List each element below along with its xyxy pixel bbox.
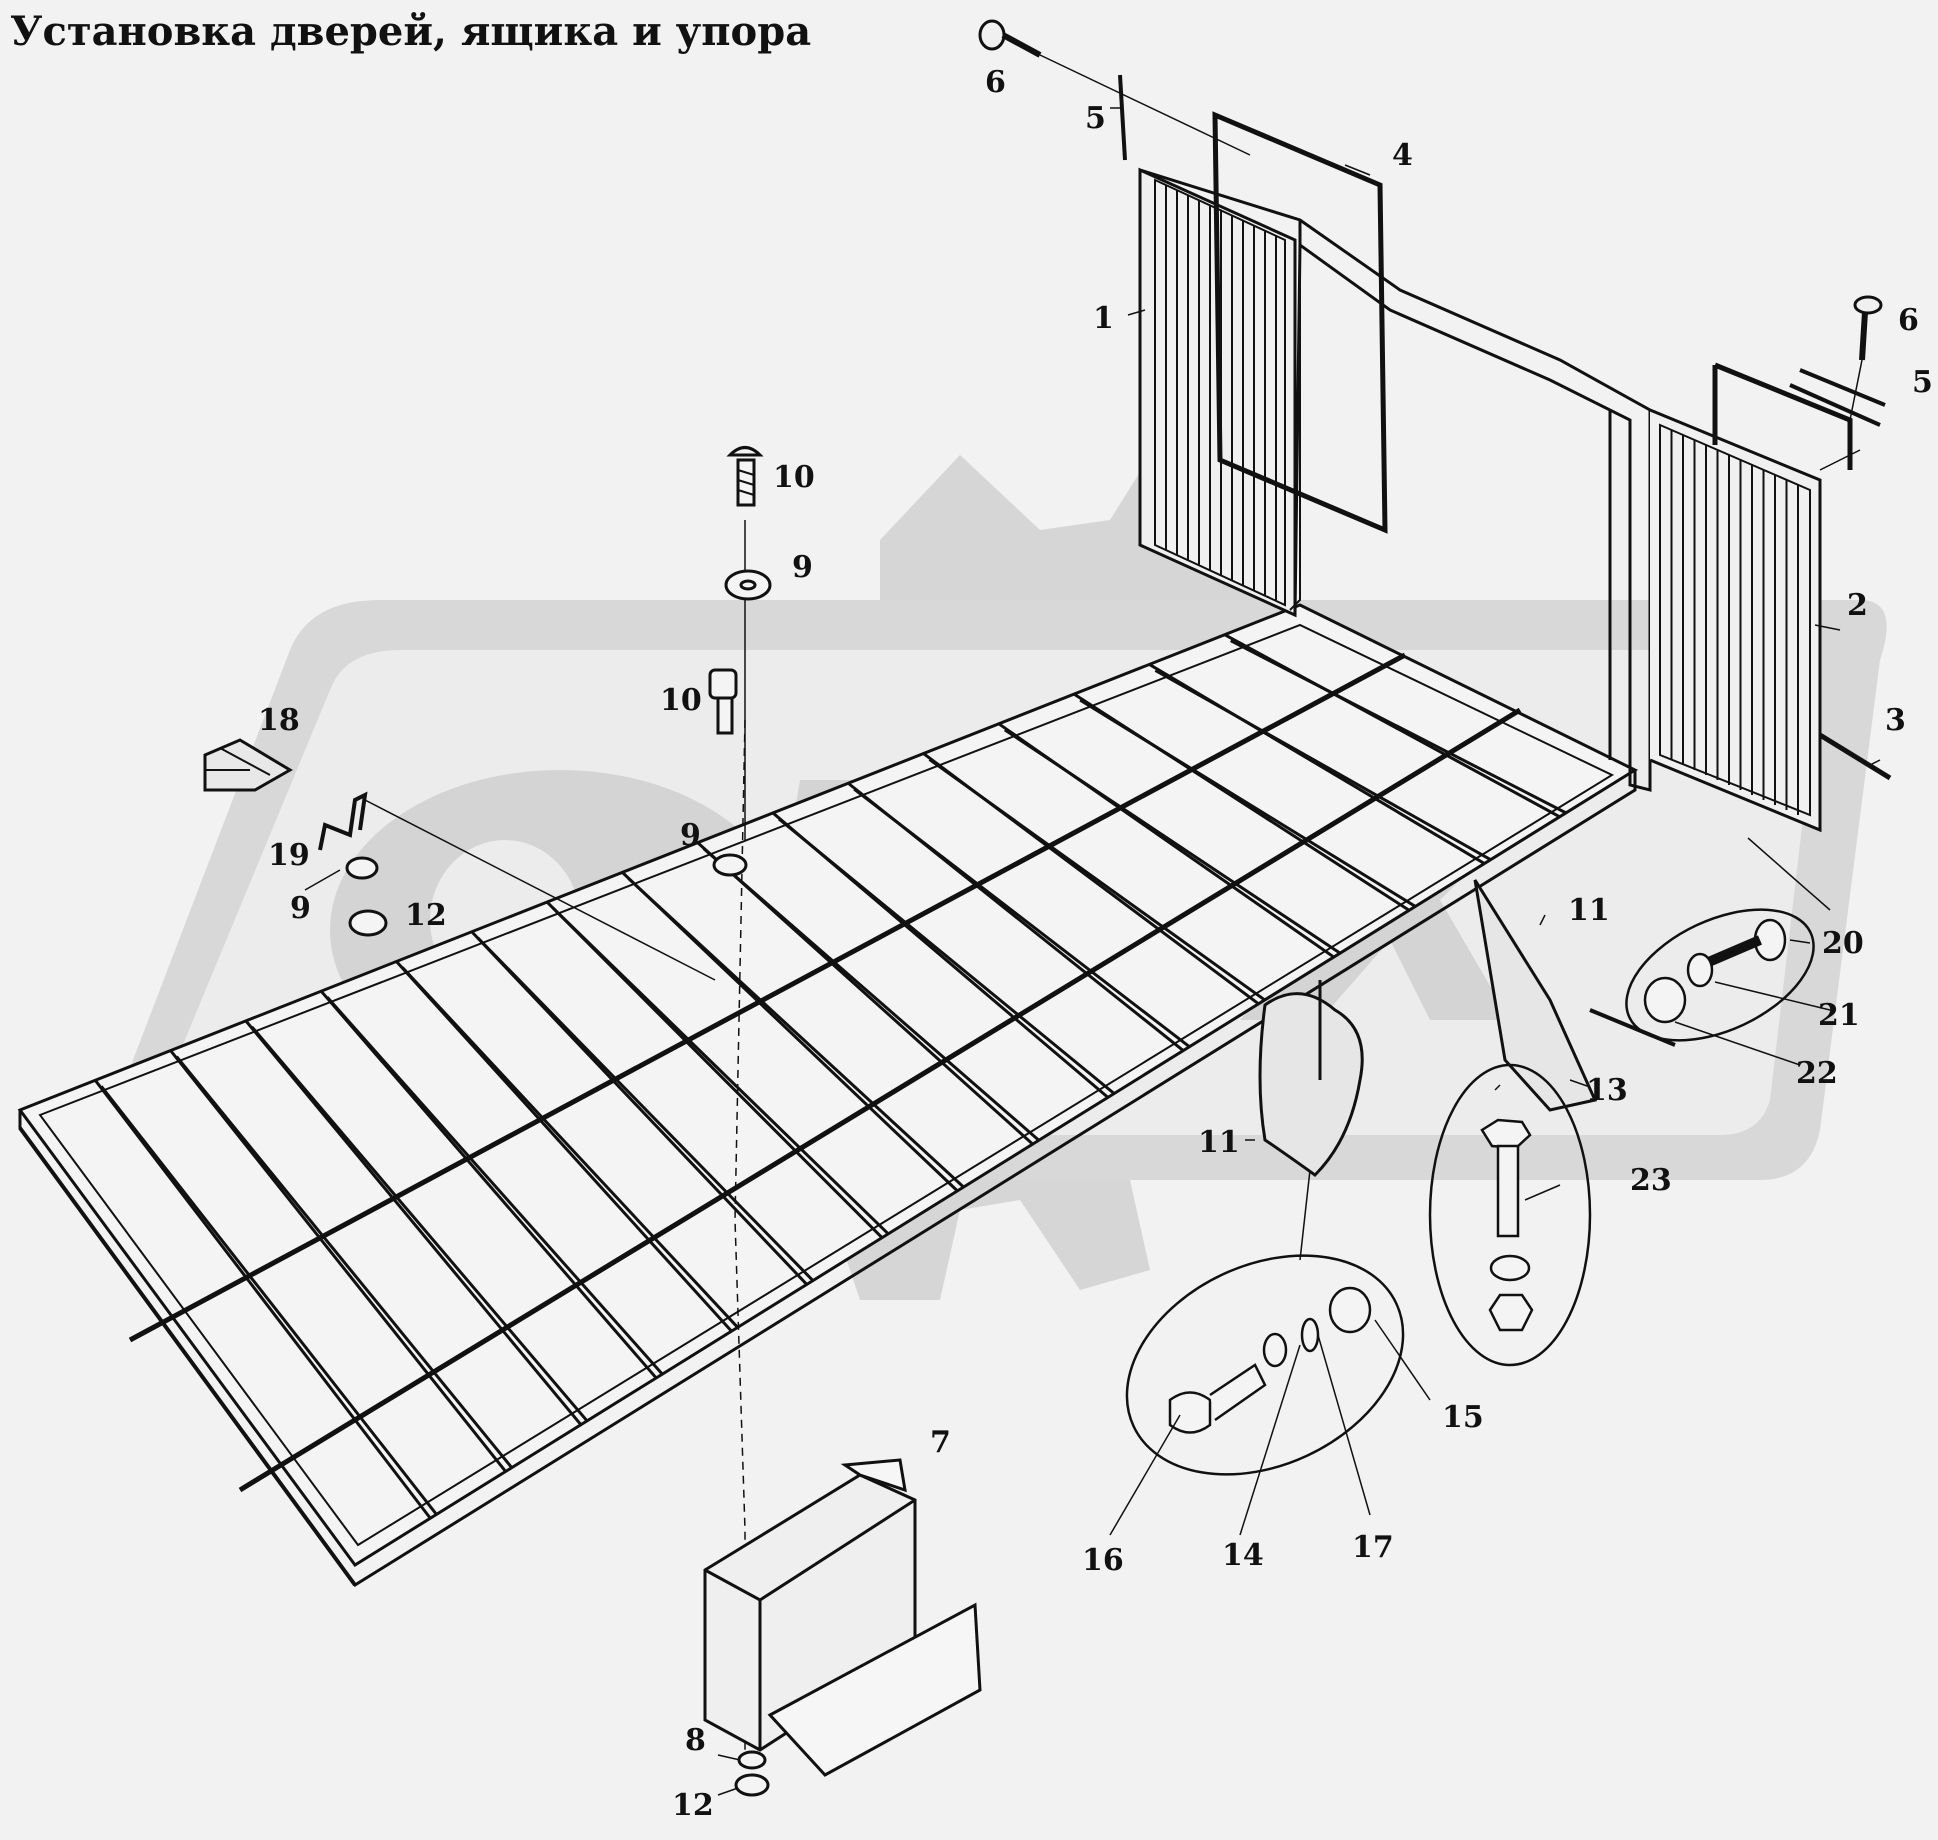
callout-12a: 12 — [405, 898, 447, 933]
callout-labels: 6 5 4 1 6 5 2 3 10 9 10 9 18 19 9 12 11 … — [258, 65, 1933, 1823]
callout-6a: 6 — [985, 65, 1006, 100]
callout-8: 8 — [685, 1723, 706, 1758]
platform-crossbar-edge — [250, 1025, 589, 1422]
callout-14: 14 — [1222, 1538, 1264, 1573]
platform-crossbar-edge — [326, 996, 664, 1375]
callout-17: 17 — [1352, 1530, 1394, 1565]
platform-crossbar — [169, 1049, 507, 1473]
fastener-group-23 — [1428, 1063, 1592, 1367]
rod — [1818, 732, 1892, 781]
platform-crossbar-edge — [777, 817, 1115, 1095]
mudguard-right — [1473, 879, 1598, 1112]
platform-crossbar-edge — [100, 1085, 438, 1516]
mudguard-left — [1258, 980, 1364, 1177]
fastener-group-ellipse — [1125, 1254, 1405, 1476]
platform-crossbar-edge — [401, 966, 739, 1329]
platform-crossbar-edge — [853, 788, 1191, 1048]
callout-10a: 10 — [773, 460, 815, 495]
washer-bottom — [737, 1750, 767, 1770]
platform-crossbar-edge — [552, 906, 890, 1235]
platform-crossbar-edge — [627, 877, 965, 1188]
screw-left — [978, 19, 1251, 156]
door-seal-left — [1212, 111, 1388, 534]
platform-frame — [17, 603, 1639, 1588]
washer-left — [345, 856, 379, 880]
leader-lines — [304, 107, 1881, 1796]
callout-19: 19 — [268, 838, 310, 873]
callout-16: 16 — [1082, 1543, 1124, 1578]
tool-box — [703, 1458, 982, 1777]
callout-6b: 6 — [1898, 303, 1919, 338]
platform-crossbar-edge — [702, 847, 1040, 1142]
callout-9c: 9 — [290, 891, 311, 926]
callout-3: 3 — [1885, 703, 1906, 738]
nut-left — [348, 909, 388, 937]
callout-18: 18 — [258, 703, 300, 738]
bracket — [318, 791, 368, 851]
callout-9b: 9 — [680, 818, 701, 853]
callout-11b: 11 — [1198, 1125, 1240, 1160]
bolt-middle — [708, 668, 738, 735]
platform-crossbar-edge — [1230, 639, 1567, 815]
callout-9a: 9 — [792, 550, 813, 585]
hinge-strip-right — [1789, 368, 1886, 427]
wheel-chock — [203, 738, 293, 792]
callout-5a: 5 — [1085, 101, 1106, 136]
callout-21: 21 — [1818, 998, 1860, 1033]
callout-5b: 5 — [1912, 365, 1933, 400]
callout-10b: 10 — [660, 683, 702, 718]
callout-1: 1 — [1093, 301, 1114, 336]
callout-11a: 11 — [1568, 893, 1610, 928]
callout-23: 23 — [1630, 1163, 1672, 1198]
platform-crossbar-edge — [476, 936, 814, 1282]
platform-crossbar-edge — [175, 1055, 513, 1469]
platform-crossbar-edge — [928, 758, 1266, 1002]
page-title: Установка дверей, ящика и упора — [10, 8, 812, 55]
callout-2: 2 — [1847, 588, 1868, 623]
nut-bottom — [734, 1773, 770, 1797]
callout-12b: 12 — [672, 1788, 714, 1823]
platform-crossbar-edge — [1003, 728, 1341, 955]
washer-middle — [712, 853, 748, 877]
platform-crossbar — [244, 1019, 583, 1426]
callout-13: 13 — [1586, 1073, 1628, 1108]
bolt-top — [726, 446, 764, 507]
callout-4: 4 — [1392, 138, 1413, 173]
fastener-group-20 — [1625, 908, 1815, 1042]
platform-crossbar — [94, 1079, 432, 1520]
callout-20: 20 — [1822, 926, 1864, 961]
platform-crossbar — [320, 990, 658, 1379]
callout-15: 15 — [1442, 1400, 1484, 1435]
platform-crossbar-edge — [1154, 669, 1492, 861]
platform-crossbar-edge — [1079, 698, 1416, 908]
callout-22: 22 — [1796, 1056, 1838, 1091]
screw-right — [1849, 295, 1883, 421]
callout-7: 7 — [930, 1425, 951, 1460]
hinge-strip-left — [1118, 74, 1127, 161]
washer-top — [724, 569, 772, 601]
